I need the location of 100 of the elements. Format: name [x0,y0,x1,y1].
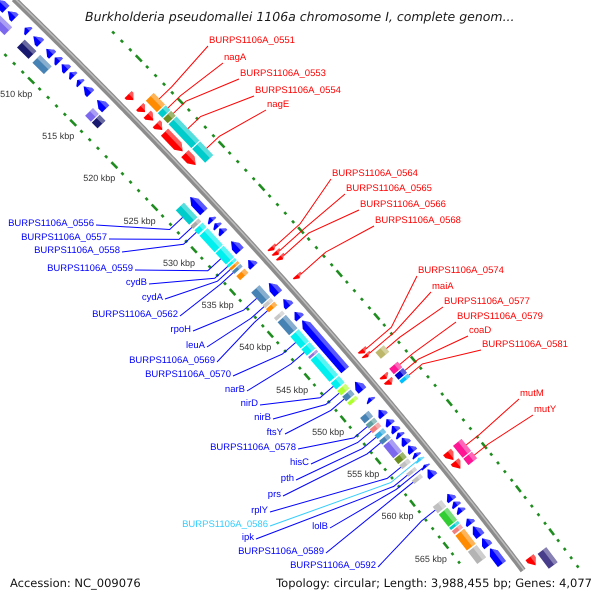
leader-line [466,398,520,446]
gene-feature [283,299,294,310]
gene-feature [33,36,44,47]
leader-line [283,210,360,256]
gene-feature [452,502,461,510]
leader-line [256,474,408,540]
leader-line [274,178,332,247]
gene-feature [456,508,466,516]
gene-label: maiA [432,281,454,293]
leader-line [404,336,468,371]
gene-label: rplY [251,505,268,517]
scale-label: 535 kbp [202,300,234,310]
gene-feature [482,538,492,550]
leader-line [168,62,224,108]
leader-line [378,510,436,568]
leader-line [270,460,418,526]
leader-line [270,466,402,512]
leader-line [216,310,268,362]
gene-block [200,228,223,252]
gene-feature [76,79,84,88]
gene-feature [408,446,418,455]
gene-label: BURPS1106A_0551 [209,35,295,47]
gene-label: hisC [290,457,309,469]
gene-label: lolB [312,521,328,533]
gene-block [347,396,358,406]
gene-block [32,55,52,74]
gene-block [538,547,558,569]
gene-label: rpoH [170,324,191,336]
gene-feature [97,100,110,112]
gene-feature [396,432,405,440]
gene-block [251,285,270,304]
gene-label: BURPS1106A_0578 [210,442,296,454]
gene-feature [272,248,280,256]
gene-feature [124,91,134,100]
gene-block [453,439,472,458]
gene-feature [8,11,18,22]
gene-label: mutY [534,404,556,416]
gene-feature [292,272,302,280]
gene-label: BURPS1106A_0559 [47,263,133,275]
leader-line [108,227,192,240]
gene-block [168,116,200,148]
gene-label: BURPS1106A_0579 [457,311,543,323]
gene-feature [354,382,366,394]
gene-feature [446,494,456,504]
leader-line [232,342,296,376]
gene-label: BURPS1106A_0562 [92,309,178,321]
gene-label: BURPS1106A_0592 [290,560,376,572]
gene-feature [362,350,370,358]
gene-label: leuA [186,340,205,352]
leader-line [386,306,444,349]
gene-block [370,422,382,434]
gene-block [236,268,248,280]
leader-line [399,322,456,365]
gene-feature [386,419,395,428]
gene-label: BURPS1106A_0553 [240,68,326,80]
scale-label: 550 kbp [312,426,344,437]
gene-block [463,452,477,466]
gene-label: BURPS1106A_0554 [255,85,341,97]
gene-label: coaD [469,325,492,337]
gene-label: BURPS1106A_0569 [129,355,215,367]
gene-block [412,474,423,484]
gene-block [468,545,486,564]
gene-label: BURPS1106A_0581 [482,339,568,351]
gene-label: BURPS1106A_0568 [375,215,461,227]
leader-line [148,266,228,284]
leader-line [260,386,334,406]
gene-label: BURPS1106A_0574 [418,265,504,277]
leader-line [279,194,346,252]
gene-feature [69,72,78,80]
gene-feature [46,48,56,59]
gene-block [92,114,106,128]
leader-line [246,352,305,392]
leader-line [330,468,423,528]
gene-feature [378,410,388,420]
gene-feature [384,377,393,385]
gene-feature [152,120,162,130]
scale-label: 545 kbp [276,384,308,395]
gene-feature [136,103,145,112]
gene-feature [380,372,388,380]
scale-label: 510 kbp [0,88,32,99]
gene-feature [450,458,460,469]
gene-label: mutM [520,388,544,400]
leader-line [180,272,234,316]
gene-feature [0,0,10,13]
gene-block [455,528,476,550]
scale-label: 555 kbp [347,469,380,480]
scale-label: 565 kbp [414,554,447,564]
gene-label: BURPS1106A_0558 [34,245,120,257]
leader-line [172,78,240,114]
gene-feature [294,312,304,322]
leader-line [272,392,340,420]
gene-block [192,142,214,163]
gene-feature [268,283,282,297]
gene-label: cydA [142,292,163,304]
leader-line [369,292,432,354]
leader-line [474,414,534,456]
gene-feature [276,252,284,261]
gene-feature [490,548,506,568]
gene-label: nirB [254,412,271,424]
gene-label: BURPS1106A_0565 [346,183,432,195]
